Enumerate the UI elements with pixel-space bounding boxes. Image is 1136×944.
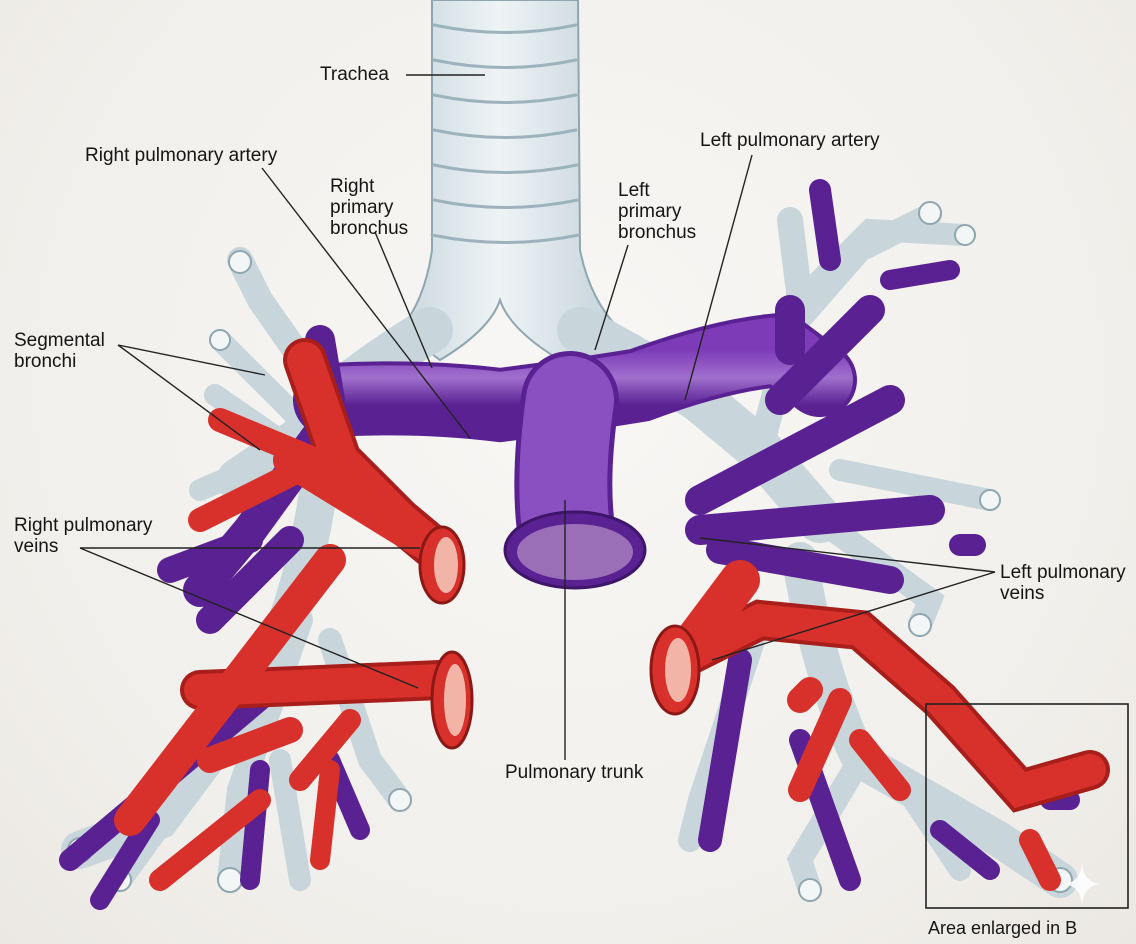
label-segmental-bronchi: Segmental bronchi bbox=[14, 330, 105, 372]
label-right-pulmonary-veins: Right pulmonary veins bbox=[14, 515, 153, 557]
label-left-primary-bronchus: Left primary bronchus bbox=[618, 180, 697, 243]
enlarged-area-box bbox=[925, 703, 1129, 909]
label-left-pulmonary-artery: Left pulmonary artery bbox=[700, 130, 880, 151]
label-right-primary-bronchus: Right primary bronchus bbox=[330, 176, 409, 239]
leader-lines bbox=[79, 74, 996, 760]
label-trachea: Trachea bbox=[320, 64, 389, 85]
label-right-pulmonary-artery: Right pulmonary artery bbox=[85, 145, 278, 166]
trachea-shape bbox=[398, 0, 622, 362]
sparkle-icon bbox=[1064, 864, 1100, 904]
label-left-pulmonary-veins: Left pulmonary veins bbox=[1000, 562, 1126, 604]
label-area-enlarged: Area enlarged in B bbox=[928, 918, 1078, 938]
label-pulmonary-trunk: Pulmonary trunk bbox=[505, 762, 644, 783]
tracheal-rings bbox=[430, 23, 581, 244]
pulmonary-veins bbox=[114, 338, 1110, 891]
